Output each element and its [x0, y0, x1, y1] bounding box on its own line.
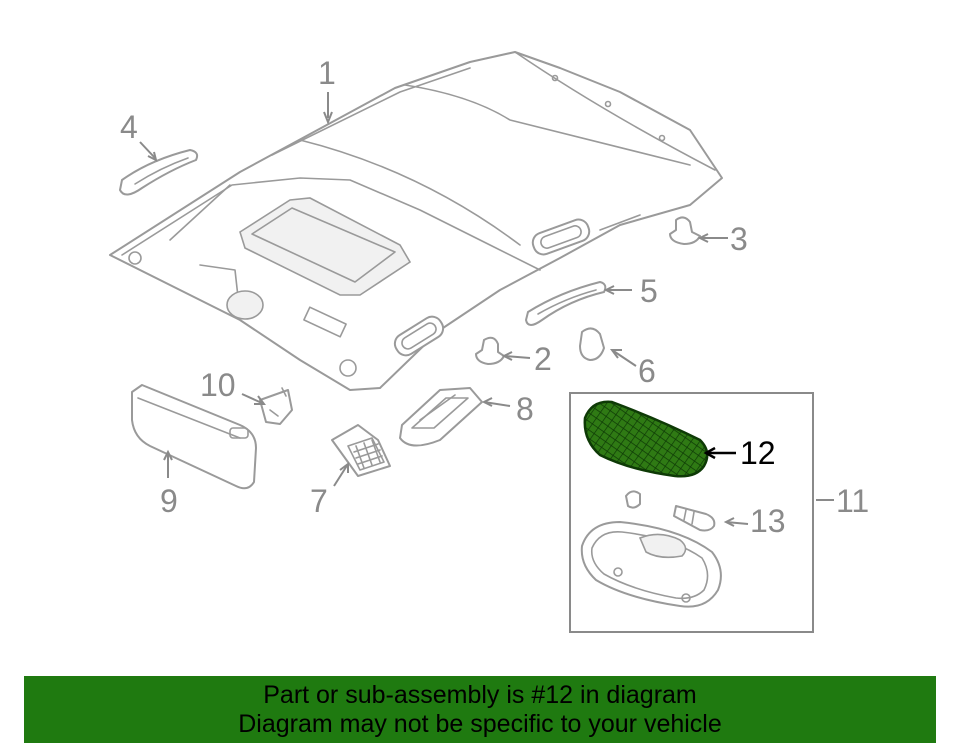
callout-labels: 1 4 3 5 2 6 10 8 9 7 12 13 11: [120, 55, 869, 539]
bracket-part-10[interactable]: [259, 387, 293, 425]
parts-diagram: 1 4 3 5 2 6 10 8 9 7 12 13 11: [109, 51, 869, 633]
clip-part-inset[interactable]: [625, 490, 641, 509]
sun-visor-part[interactable]: [131, 384, 257, 490]
callout-1: 1: [318, 55, 336, 91]
callout-7: 7: [310, 483, 328, 519]
callout-9: 9: [160, 483, 178, 519]
leader-lines: [139, 92, 834, 527]
callout-13: 13: [750, 503, 786, 539]
callout-3: 3: [730, 221, 748, 257]
info-banner: Part or sub-assembly is #12 in diagram D…: [24, 676, 936, 743]
callout-8: 8: [516, 391, 534, 427]
lamp-housing-part[interactable]: [580, 521, 722, 608]
console-part-8[interactable]: [399, 387, 483, 447]
callout-4: 4: [120, 109, 138, 145]
headliner-part[interactable]: [109, 51, 723, 391]
callout-5: 5: [640, 273, 658, 309]
bracket-part-7[interactable]: [331, 424, 391, 477]
callout-6: 6: [638, 353, 656, 389]
banner-line-1: Part or sub-assembly is #12 in diagram: [263, 681, 697, 709]
clip-part-3[interactable]: [669, 216, 701, 245]
grab-handle-part[interactable]: [119, 149, 199, 196]
callout-10: 10: [200, 367, 236, 403]
clip-part-2[interactable]: [475, 336, 505, 365]
banner-line-2: Diagram may not be specific to your vehi…: [238, 710, 722, 738]
assist-handle-part[interactable]: [525, 281, 607, 326]
callout-11: 11: [836, 483, 869, 519]
lens-part-12[interactable]: [583, 400, 709, 478]
cap-part-6[interactable]: [579, 327, 605, 361]
callout-2: 2: [534, 341, 552, 377]
bulb-part-13[interactable]: [673, 505, 716, 532]
inset-box-11: [569, 392, 814, 633]
callout-12: 12: [740, 435, 776, 471]
